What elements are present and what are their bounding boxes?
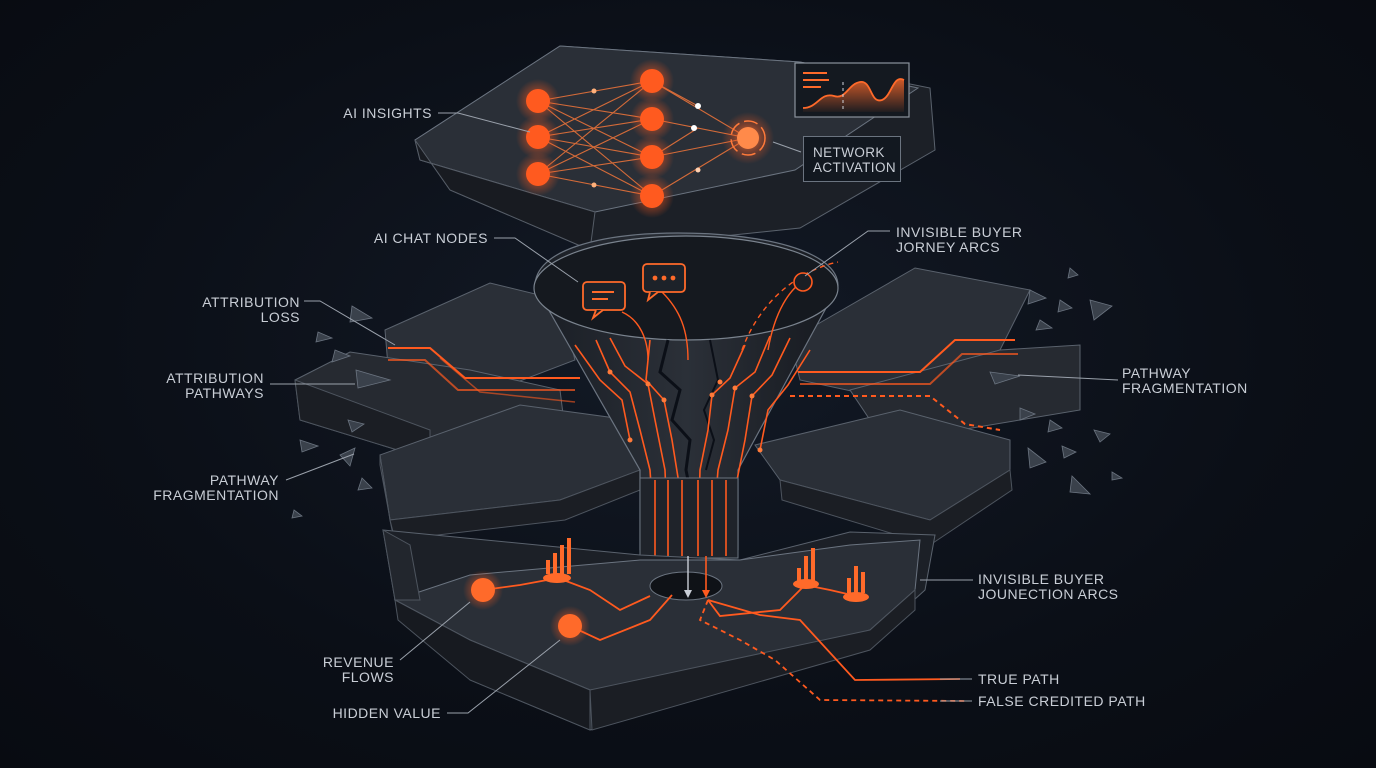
journey-arc-node — [793, 272, 813, 292]
bottom-slab — [382, 529, 936, 731]
attribution-pathway-lines — [388, 339, 1018, 431]
label-attribution-loss: ATTRIBUTION LOSS — [202, 294, 300, 325]
label-ai-chat-nodes: AI CHAT NODES — [373, 230, 488, 246]
mini-chart-icon — [794, 62, 910, 118]
bar-chart-icon — [843, 566, 869, 602]
label-hidden-value: HIDDEN VALUE — [332, 705, 441, 721]
funnel-outlet — [649, 571, 723, 601]
neural-network-nodes — [516, 59, 774, 218]
revenue-nodes — [463, 570, 590, 646]
label-attribution-pathways: ATTRIBUTION PATHWAYS — [166, 370, 264, 401]
label-network-activation: NETWORK ACTIVATION — [803, 136, 901, 182]
label-revenue-flows: REVENUE FLOWS — [322, 654, 394, 685]
funnel — [533, 232, 839, 559]
leader-lines — [270, 112, 1119, 714]
label-invisible-buyer-journey-arcs: INVISIBLE BUYER JORNEY ARCS — [896, 224, 1023, 255]
chat-ellipsis-icon — [642, 263, 686, 303]
label-pathway-fragmentation-left: PATHWAY FRAGMENTATION — [153, 472, 279, 503]
chat-bubble-icon — [582, 281, 626, 321]
bar-chart-icon — [793, 548, 819, 589]
bar-chart-icon — [543, 538, 571, 583]
label-invisible-buyer-junction-arcs: INVISIBLE BUYER JOUNECTION ARCS — [978, 571, 1119, 602]
label-pathway-fragmentation-right: PATHWAY FRAGMENTATION — [1122, 365, 1248, 396]
pathway-fragments — [291, 267, 1124, 519]
label-ai-insights: AI INSIGHTS — [343, 105, 432, 121]
label-true-path: TRUE PATH — [978, 671, 1060, 687]
outlet-arrows — [684, 556, 710, 598]
label-false-credited-path: FALSE CREDITED PATH — [978, 693, 1146, 709]
